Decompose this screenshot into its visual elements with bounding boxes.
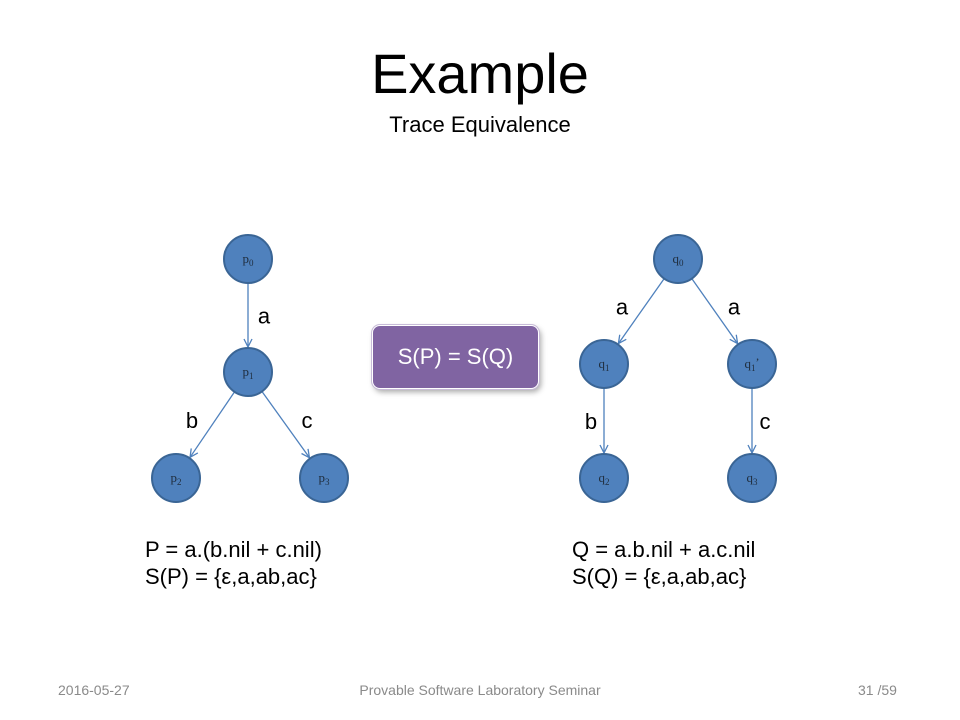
state-circle-q1p (727, 339, 777, 389)
state-label-p2: p2 (171, 470, 182, 487)
state-node-p2: p2 (151, 453, 201, 503)
state-label-q1: q1 (599, 356, 610, 373)
state-circle-p3 (299, 453, 349, 503)
state-label-q2: q2 (599, 470, 610, 487)
edge-p1-p2 (190, 391, 236, 457)
footer-seminar-title: Provable Software Laboratory Seminar (359, 682, 601, 698)
edge-label-p0-p1: a (258, 304, 271, 329)
left-expression: P = a.(b.nil + c.nil) S(P) = {ε,a,ab,ac} (145, 536, 322, 590)
edge-q0-q1 (618, 278, 665, 344)
state-label-q3: q3 (747, 470, 759, 487)
state-label-p0: p0 (243, 251, 255, 268)
state-node-q1: q1 (579, 339, 629, 389)
state-label-p1: p1 (243, 364, 254, 381)
state-label-q1p: q1’ (745, 355, 760, 373)
state-circle-q0 (653, 234, 703, 284)
edge-label-q0-q1: a (616, 295, 629, 320)
edge-label-q0-q1p: a (728, 295, 741, 320)
edge-label-p1-p2: b (186, 408, 198, 433)
state-circle-p2 (151, 453, 201, 503)
state-label-q0: q0 (673, 251, 685, 268)
state-label-p3: p3 (319, 470, 331, 487)
equivalence-callout: S(P) = S(Q) (372, 325, 539, 389)
state-node-q0: q0 (653, 234, 703, 284)
edge-label-q1p-q3: c (760, 409, 771, 434)
edge-p1-p3 (261, 391, 309, 458)
state-circle-q1 (579, 339, 629, 389)
state-circle-q2 (579, 453, 629, 503)
state-node-q1p: q1’ (727, 339, 777, 389)
state-node-p3: p3 (299, 453, 349, 503)
slide-title: Example (371, 42, 589, 105)
state-node-p0: p0 (223, 234, 273, 284)
state-circle-p0 (223, 234, 273, 284)
right-trace-set: S(Q) = {ε,a,ab,ac} (572, 564, 747, 589)
slide-subtitle: Trace Equivalence (389, 112, 571, 137)
page-total: /59 (877, 682, 897, 698)
state-node-q3: q3 (727, 453, 777, 503)
edge-q0-q1p (691, 278, 738, 344)
page-current: 31 (858, 682, 874, 698)
state-node-q2: q2 (579, 453, 629, 503)
edge-label-q1-q2: b (585, 409, 597, 434)
footer-date: 2016-05-27 (58, 682, 130, 698)
right-expression: Q = a.b.nil + a.c.nil S(Q) = {ε,a,ab,ac} (572, 536, 755, 590)
state-circle-p1 (223, 347, 273, 397)
state-circle-q3 (727, 453, 777, 503)
footer-page-number: 31 /59 (858, 682, 897, 698)
left-trace-set: S(P) = {ε,a,ab,ac} (145, 564, 317, 589)
right-process-definition: Q = a.b.nil + a.c.nil (572, 537, 756, 562)
state-node-p1: p1 (223, 347, 273, 397)
edge-label-p1-p3: c (302, 408, 313, 433)
left-process-definition: P = a.(b.nil + c.nil) (145, 537, 322, 562)
